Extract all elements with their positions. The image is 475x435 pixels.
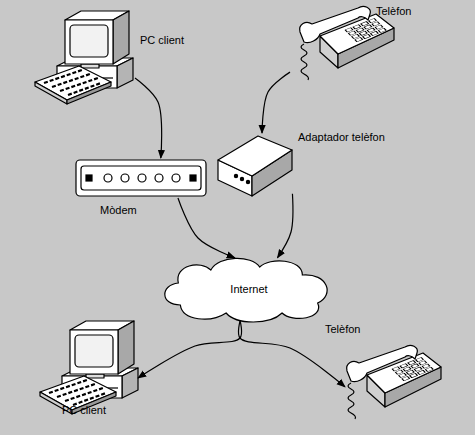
computer-node: PC client — [35, 8, 135, 108]
adapter-illustration — [218, 136, 292, 196]
telephone-illustration — [347, 345, 441, 419]
connector-arrow — [138, 321, 242, 378]
adapter-node: Adaptador telèfon — [216, 133, 294, 197]
connector-arrow — [135, 78, 162, 158]
telephone-node: Telèfon — [290, 6, 395, 82]
connector-arrow — [262, 72, 290, 133]
telephone-illustration — [300, 6, 394, 80]
computer-illustration — [35, 11, 133, 104]
connector-arrow — [178, 198, 235, 258]
node-label: Telèfon — [325, 323, 360, 336]
node-label: Internet — [160, 255, 338, 323]
node-label: Mòdem — [100, 204, 137, 217]
node-label: PC client — [62, 404, 106, 417]
node-label: Telèfon — [376, 5, 411, 18]
modem-illustration — [76, 160, 206, 196]
computer-illustration — [40, 321, 138, 414]
connector-arrow — [277, 194, 292, 258]
computer-node: PC client — [40, 318, 140, 418]
node-label: PC client — [140, 34, 184, 47]
modem-node: Mòdem — [75, 158, 207, 198]
node-label: Adaptador telèfon — [298, 131, 385, 144]
telephone-node: Telèfon — [345, 345, 442, 421]
internet-cloud: Internet — [160, 255, 338, 323]
